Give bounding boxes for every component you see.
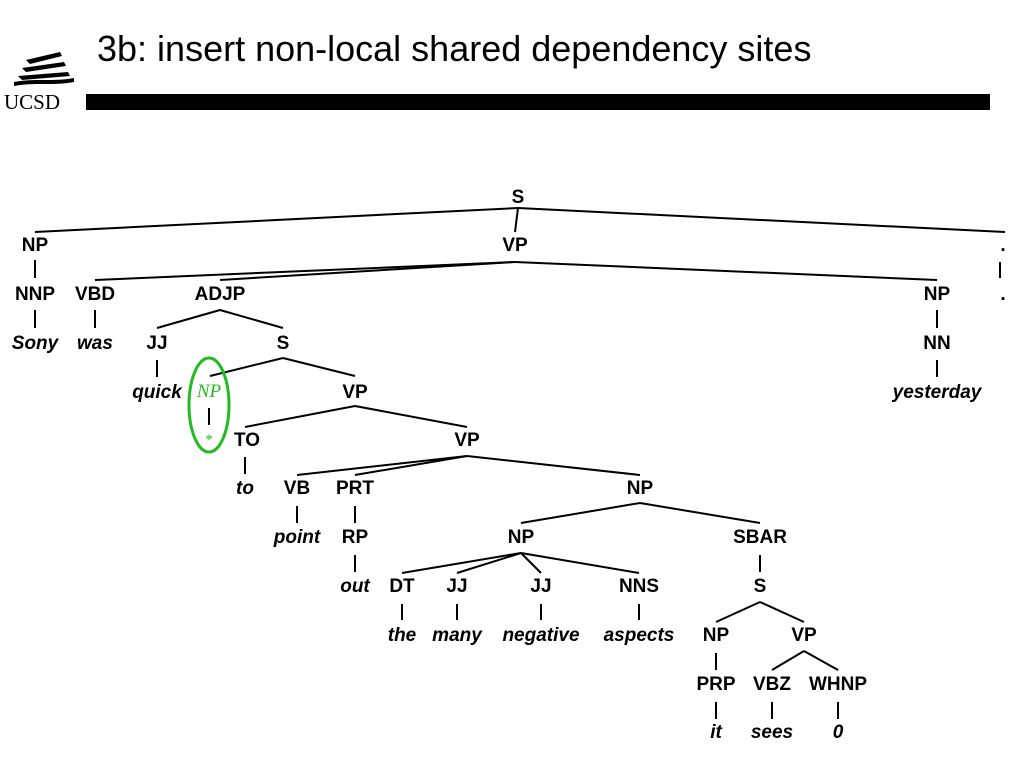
- node-VB: VB: [284, 478, 310, 499]
- title-bar: [86, 94, 990, 110]
- word-to: to: [236, 478, 254, 499]
- node-S-inner: S: [277, 333, 290, 354]
- node-S-root: S: [512, 187, 525, 208]
- word-was: was: [77, 333, 113, 354]
- node-ADJP: ADJP: [195, 284, 246, 305]
- node-NP-object: NP: [627, 478, 654, 499]
- node-NNS: NNS: [619, 576, 659, 597]
- word-zero: 0: [833, 722, 844, 743]
- word-yesterday: yesterday: [892, 382, 983, 403]
- word-point: point: [273, 527, 321, 548]
- node-JJ-quick: JJ: [146, 333, 167, 354]
- word-the: the: [388, 625, 417, 646]
- word-negative: negative: [502, 625, 580, 646]
- trace-star-symbol: *: [205, 432, 213, 448]
- word-many: many: [432, 625, 483, 646]
- node-VBZ: VBZ: [753, 674, 791, 695]
- node-NP-aspects: NP: [508, 527, 535, 548]
- word-out: out: [340, 576, 370, 597]
- node-VP-point: VP: [454, 430, 480, 451]
- tree-edges: [34, 207, 1006, 719]
- node-NP-it: NP: [703, 625, 730, 646]
- word-sony: Sony: [12, 333, 60, 354]
- node-SBAR: SBAR: [733, 527, 787, 548]
- node-NNP: NNP: [15, 284, 55, 305]
- word-sees: sees: [751, 722, 793, 743]
- word-it: it: [710, 722, 722, 743]
- logo-text: UCSD: [4, 90, 61, 114]
- node-VP-sees: VP: [791, 625, 817, 646]
- node-WHNP: WHNP: [809, 674, 867, 695]
- word-aspects: aspects: [604, 625, 675, 646]
- node-VP-main: VP: [502, 235, 528, 256]
- node-RP: RP: [342, 527, 369, 548]
- node-PRT: PRT: [336, 478, 374, 499]
- slide-title: 3b: insert non-local shared dependency s…: [97, 28, 812, 69]
- node-JJ-many: JJ: [446, 576, 467, 597]
- node-TO: TO: [234, 430, 260, 451]
- node-NP-subject: NP: [22, 235, 49, 256]
- node-NP-time: NP: [924, 284, 951, 305]
- node-VBD: VBD: [75, 284, 115, 305]
- node-DT: DT: [389, 576, 415, 597]
- node-NN: NN: [923, 333, 950, 354]
- node-punct-top: .: [1000, 235, 1005, 256]
- ucsd-wave-icon: [14, 52, 74, 86]
- node-PRP: PRP: [696, 674, 735, 695]
- word-quick: quick: [132, 382, 183, 403]
- node-punct-word: .: [1000, 284, 1005, 305]
- node-VP-inner: VP: [342, 382, 368, 403]
- node-NP-trace: NP: [196, 381, 222, 402]
- node-S-relative: S: [754, 576, 767, 597]
- node-JJ-negative: JJ: [530, 576, 551, 597]
- trace-highlight-ellipse: [187, 356, 231, 454]
